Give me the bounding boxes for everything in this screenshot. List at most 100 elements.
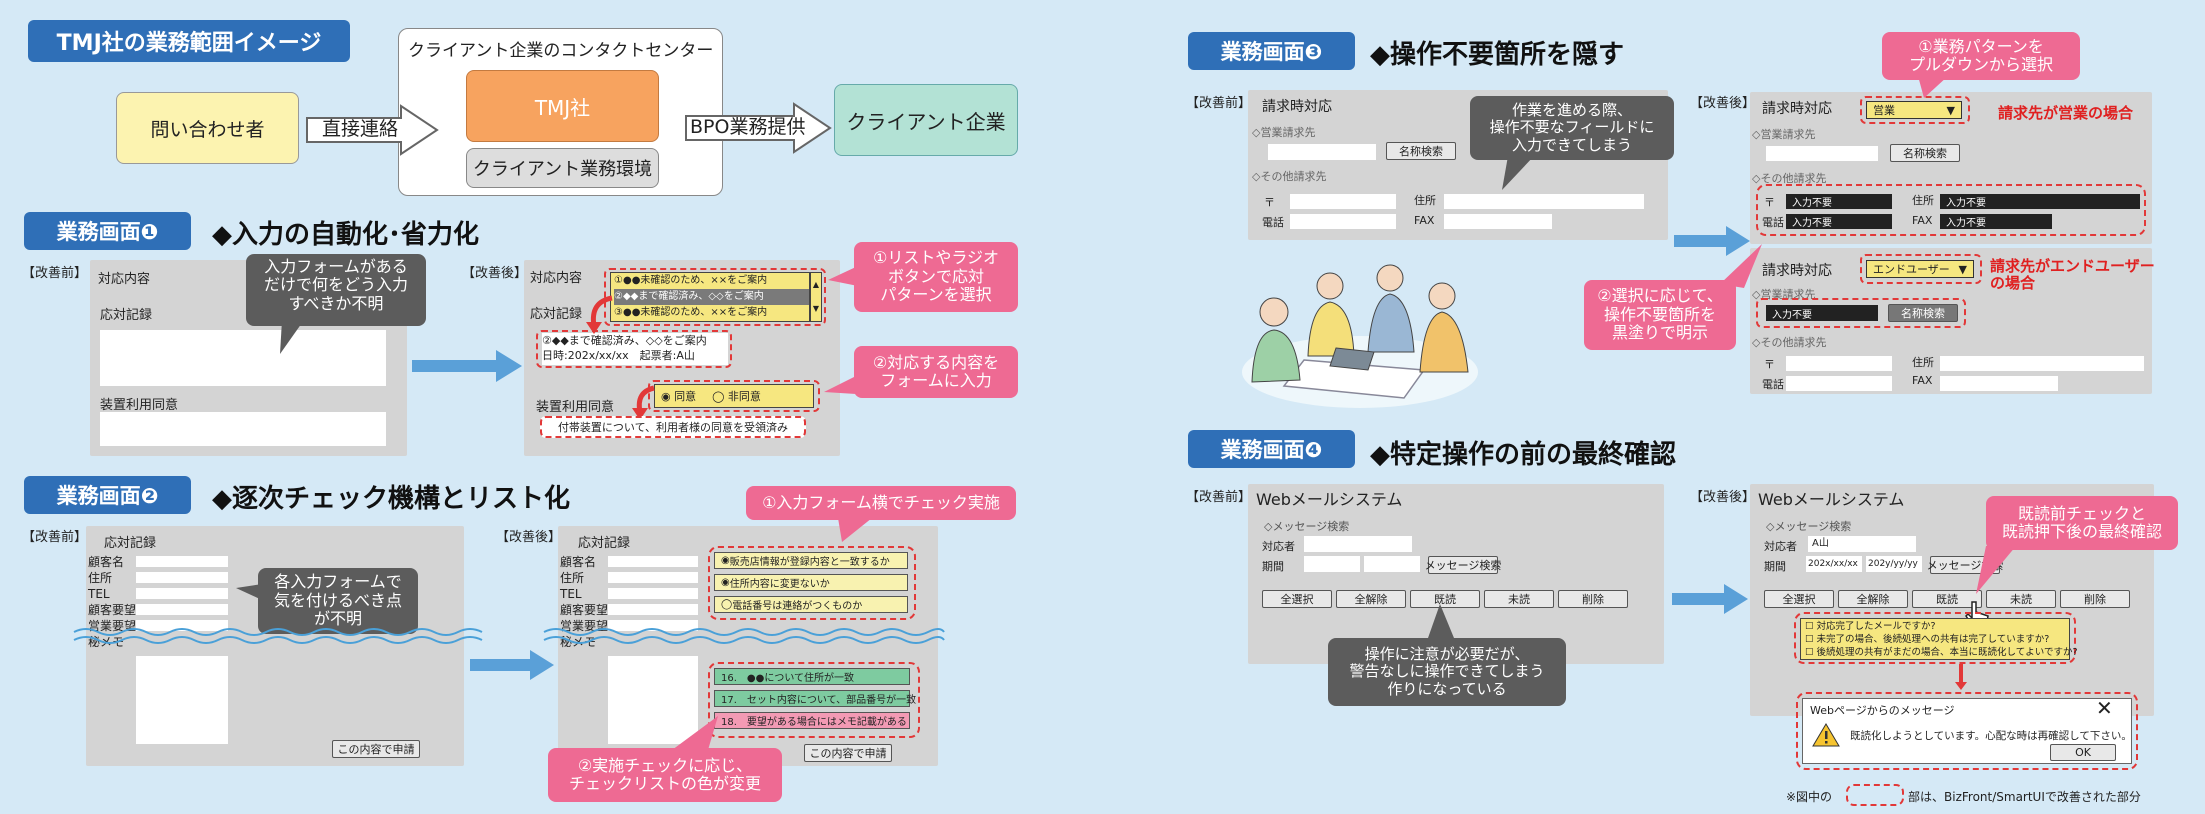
before-label-1: 【改善前】 [22,266,88,281]
s3-red-label-1: 請求先が営業の場合 [1998,104,2134,122]
s3-dropdown-sales[interactable]: 営業▼ [1866,101,1962,119]
s4-dialog-highlight [1796,692,2138,770]
s2-after-input[interactable] [608,588,698,599]
s1-list-item[interactable]: ②◆◆まで確認済み、◇◇をご案内 [614,289,809,305]
s2-before-input[interactable] [136,588,228,599]
s3-before-tel-input[interactable] [1290,214,1396,229]
s3-after1-name-search-button[interactable]: 名称検索 [1890,144,1960,162]
s4-before-person-lbl: 対応者 [1262,540,1295,553]
s4-before-select-all-button[interactable]: 全選択 [1262,590,1332,608]
page-title: TMJ社の業務範囲イメージ [28,20,350,62]
s1-pink-callout-2: ②対応する内容を フォームに入力 [854,346,1018,398]
s4-bubble-tail [1428,604,1454,638]
s4-before-deselect-button[interactable]: 全解除 [1336,590,1406,608]
s4-before-read-button[interactable]: 既読 [1410,590,1480,608]
s4-dialog-message: 既読化しようとしています。心配な時は再確認して下さい。 [1850,730,2132,742]
s2-after-memo[interactable] [608,656,698,744]
s4-check-item[interactable]: ☐ 対応完了したメールですか? [1805,621,1936,632]
s4-before-person-input[interactable] [1304,536,1412,552]
s2-check-highlight [708,546,916,620]
s4-after-read-button[interactable]: 既読 [1912,590,1982,608]
s4-after-delete-button[interactable]: 削除 [2060,590,2130,608]
s4-after-deselect-button[interactable]: 全解除 [1838,590,1908,608]
s2-list-item-pink: 18. 要望がある場合にはメモ記載がある [714,712,910,729]
s1-list-scrollbar[interactable]: ▲▼ [810,272,822,322]
s3-after2-zip-input[interactable] [1786,356,1892,371]
s3-before-addr-input[interactable] [1444,194,1644,209]
s4-after-unread-button[interactable]: 未読 [1986,590,2056,608]
s2-after-submit-button[interactable]: この内容で申請 [804,744,892,762]
s3-dd1-highlight [1860,96,1970,124]
s3-after2-tel-input[interactable] [1786,376,1892,391]
bubble-line: 操作不要なフィールドに [1489,118,1655,137]
s2-check-item[interactable]: ◉ 販売店情報が登録内容と一致するか [714,552,908,569]
radio-agree[interactable]: ◉ 同意 [661,390,697,403]
s3-after1-sales-input[interactable] [1766,146,1878,161]
s3-after2-addr-input[interactable] [1940,356,2144,371]
field-label: 顧客名 [560,555,597,569]
s1-record-text[interactable]: ②◆◆まで確認済み、◇◇をご案内 日時:202x/xx/xx 起票者:A山 [542,333,728,365]
s3-before-name-search-button[interactable]: 名称検索 [1386,142,1456,160]
s2-check-item[interactable]: ◯ 電話番号は連絡がつくものか [714,596,908,613]
s2-after-input[interactable] [608,604,698,615]
s4-after-person-input[interactable]: A山 [1808,536,1916,552]
s2-before-memo[interactable] [136,656,228,744]
s3-after2-addr-lbl: 住所 [1912,356,1934,369]
s2-pink-callout-1: ①入力フォーム横でチェック実施 [746,486,1016,520]
s1-arrow [412,350,522,382]
s2-before-input[interactable] [136,556,228,567]
s1-before-record-input[interactable] [100,330,386,386]
s4-checklist: ☐ 対応完了したメールですか? ☐ 未完了の場合、後続処理への共有は完了していま… [1800,618,2078,660]
field-label: 顧客要望 [560,603,609,617]
callout-line: 黒塗りで明示 [1611,323,1708,343]
meeting-people-illustration [1242,264,1478,408]
s3-pink-callout-1: ①業務パターンを プルダウンから選択 [1882,32,2080,80]
radio-disagree[interactable]: ◯ 非同意 [712,390,761,403]
s2-check-item[interactable]: ◉ 住所内容に変更ないか [714,574,908,591]
s2-before-submit-button[interactable]: この内容で申請 [332,740,420,758]
s1-consent-text[interactable]: 付帯装置について、利用者様の同意を受領済み [540,416,806,438]
s1-before-bubble: 入力フォームがある だけで何をどう入力 すべきか不明 [246,254,426,326]
s2-before-input[interactable] [136,604,228,615]
s4-after-select-all-button[interactable]: 全選択 [1764,590,1834,608]
s1-bubble-line: だけで何をどう入力 [263,275,408,295]
s3-after2-title: 請求時対応 [1762,263,1832,279]
s1-list-item[interactable]: ③●●未確認のため、××をご案内 [614,307,768,318]
after-label-2: 【改善後】 [496,530,562,545]
s2-before-input[interactable] [136,620,228,631]
s1-before-consent-input[interactable] [100,412,386,446]
s1-listbox[interactable]: ①●●未確認のため、××をご案内 ②◆◆まで確認済み、◇◇をご案内 ③●●未確認… [610,272,810,322]
s4-check-item[interactable]: ☐ 後続処理の共有がまだの場合、本当に既読化してよいですか? [1805,647,2078,658]
s4-after-date1[interactable]: 202x/xx/xx [1806,556,1862,572]
s3-after2-fax-input[interactable] [1940,376,2058,391]
s2-arrow [470,650,554,680]
s1-after-lbl-record: 応対記録 [530,307,583,322]
s4-before-date2[interactable] [1364,556,1420,572]
s1-list-item[interactable]: ①●●未確認のため、××をご案内 [614,275,768,286]
s4-pink-callout-1: 既読前チェックと 既読押下後の最終確認 [1986,496,2178,550]
dialog-close-icon[interactable]: ✕ [2096,696,2113,720]
s3-dropdown-enduser[interactable]: エンドユーザー▼ [1866,260,1974,278]
s3-blackout-highlight-1 [1756,184,2146,236]
s2-list-highlight [708,662,920,738]
s3-before-zip-input[interactable] [1290,194,1396,209]
s2-after-input[interactable] [608,620,698,631]
s4-after-date2[interactable]: 202y/yy/yy [1866,556,1922,572]
s4-before-unread-button[interactable]: 未読 [1484,590,1554,608]
s4-before-delete-button[interactable]: 削除 [1558,590,1628,608]
s3-after2-tel-lbl: 電話 [1762,378,1784,391]
s2-after-input[interactable] [608,572,698,583]
s3-before-sales-input[interactable] [1268,144,1376,160]
s4-check-item[interactable]: ☐ 未完了の場合、後続処理への共有は完了していますか? [1805,634,2050,645]
screen-1-heading: ◆入力の自動化･省力化 [212,220,479,250]
s4-before-date1[interactable] [1304,556,1360,572]
s4-dialog-ok-button[interactable]: OK [2050,744,2116,761]
check-text: 対応完了したメールですか? [1816,621,1936,632]
check-text: 住所内容に変更ないか [729,579,830,590]
s2-before-input[interactable] [136,572,228,583]
s2-after-input[interactable] [608,556,698,567]
s4-before-msg-search-button[interactable]: メッセージ検索 [1425,556,1501,574]
check-text: 販売店情報が登録内容と一致するか [729,557,890,568]
footnote-prefix: ※図中の [1786,790,1833,804]
s3-before-fax-input[interactable] [1444,214,1552,229]
